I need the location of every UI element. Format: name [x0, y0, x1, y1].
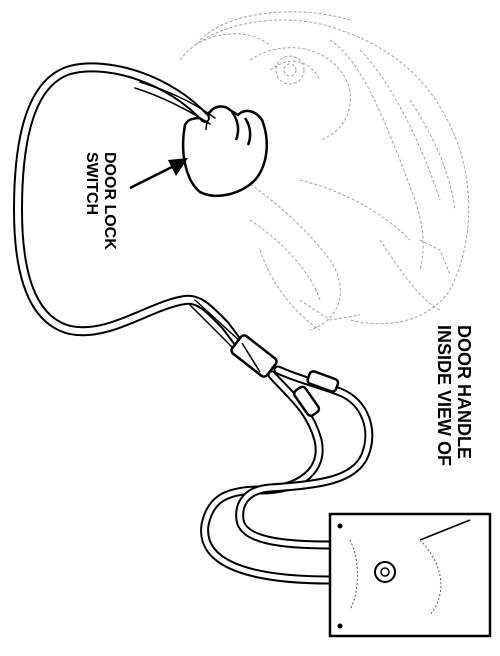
- connector: [230, 334, 278, 378]
- switch-label: DOOR LOCK SWITCH: [83, 152, 118, 250]
- tester-leads: [200, 365, 374, 585]
- svg-text:DOOR LOCK: DOOR LOCK: [101, 152, 118, 250]
- arrow-icon: [129, 158, 188, 190]
- lead-connector: [292, 370, 340, 417]
- tester-box: [328, 512, 492, 638]
- switch-harness: [12, 62, 245, 351]
- svg-text:INSIDE VIEW OF: INSIDE VIEW OF: [434, 325, 454, 466]
- switch-housing: [181, 105, 268, 197]
- view-label: INSIDE VIEW OF DOOR HANDLE: [434, 325, 474, 466]
- door-handle-sketch: [179, 11, 470, 331]
- svg-text:DOOR HANDLE: DOOR HANDLE: [454, 325, 474, 459]
- svg-text:SWITCH: SWITCH: [83, 152, 100, 215]
